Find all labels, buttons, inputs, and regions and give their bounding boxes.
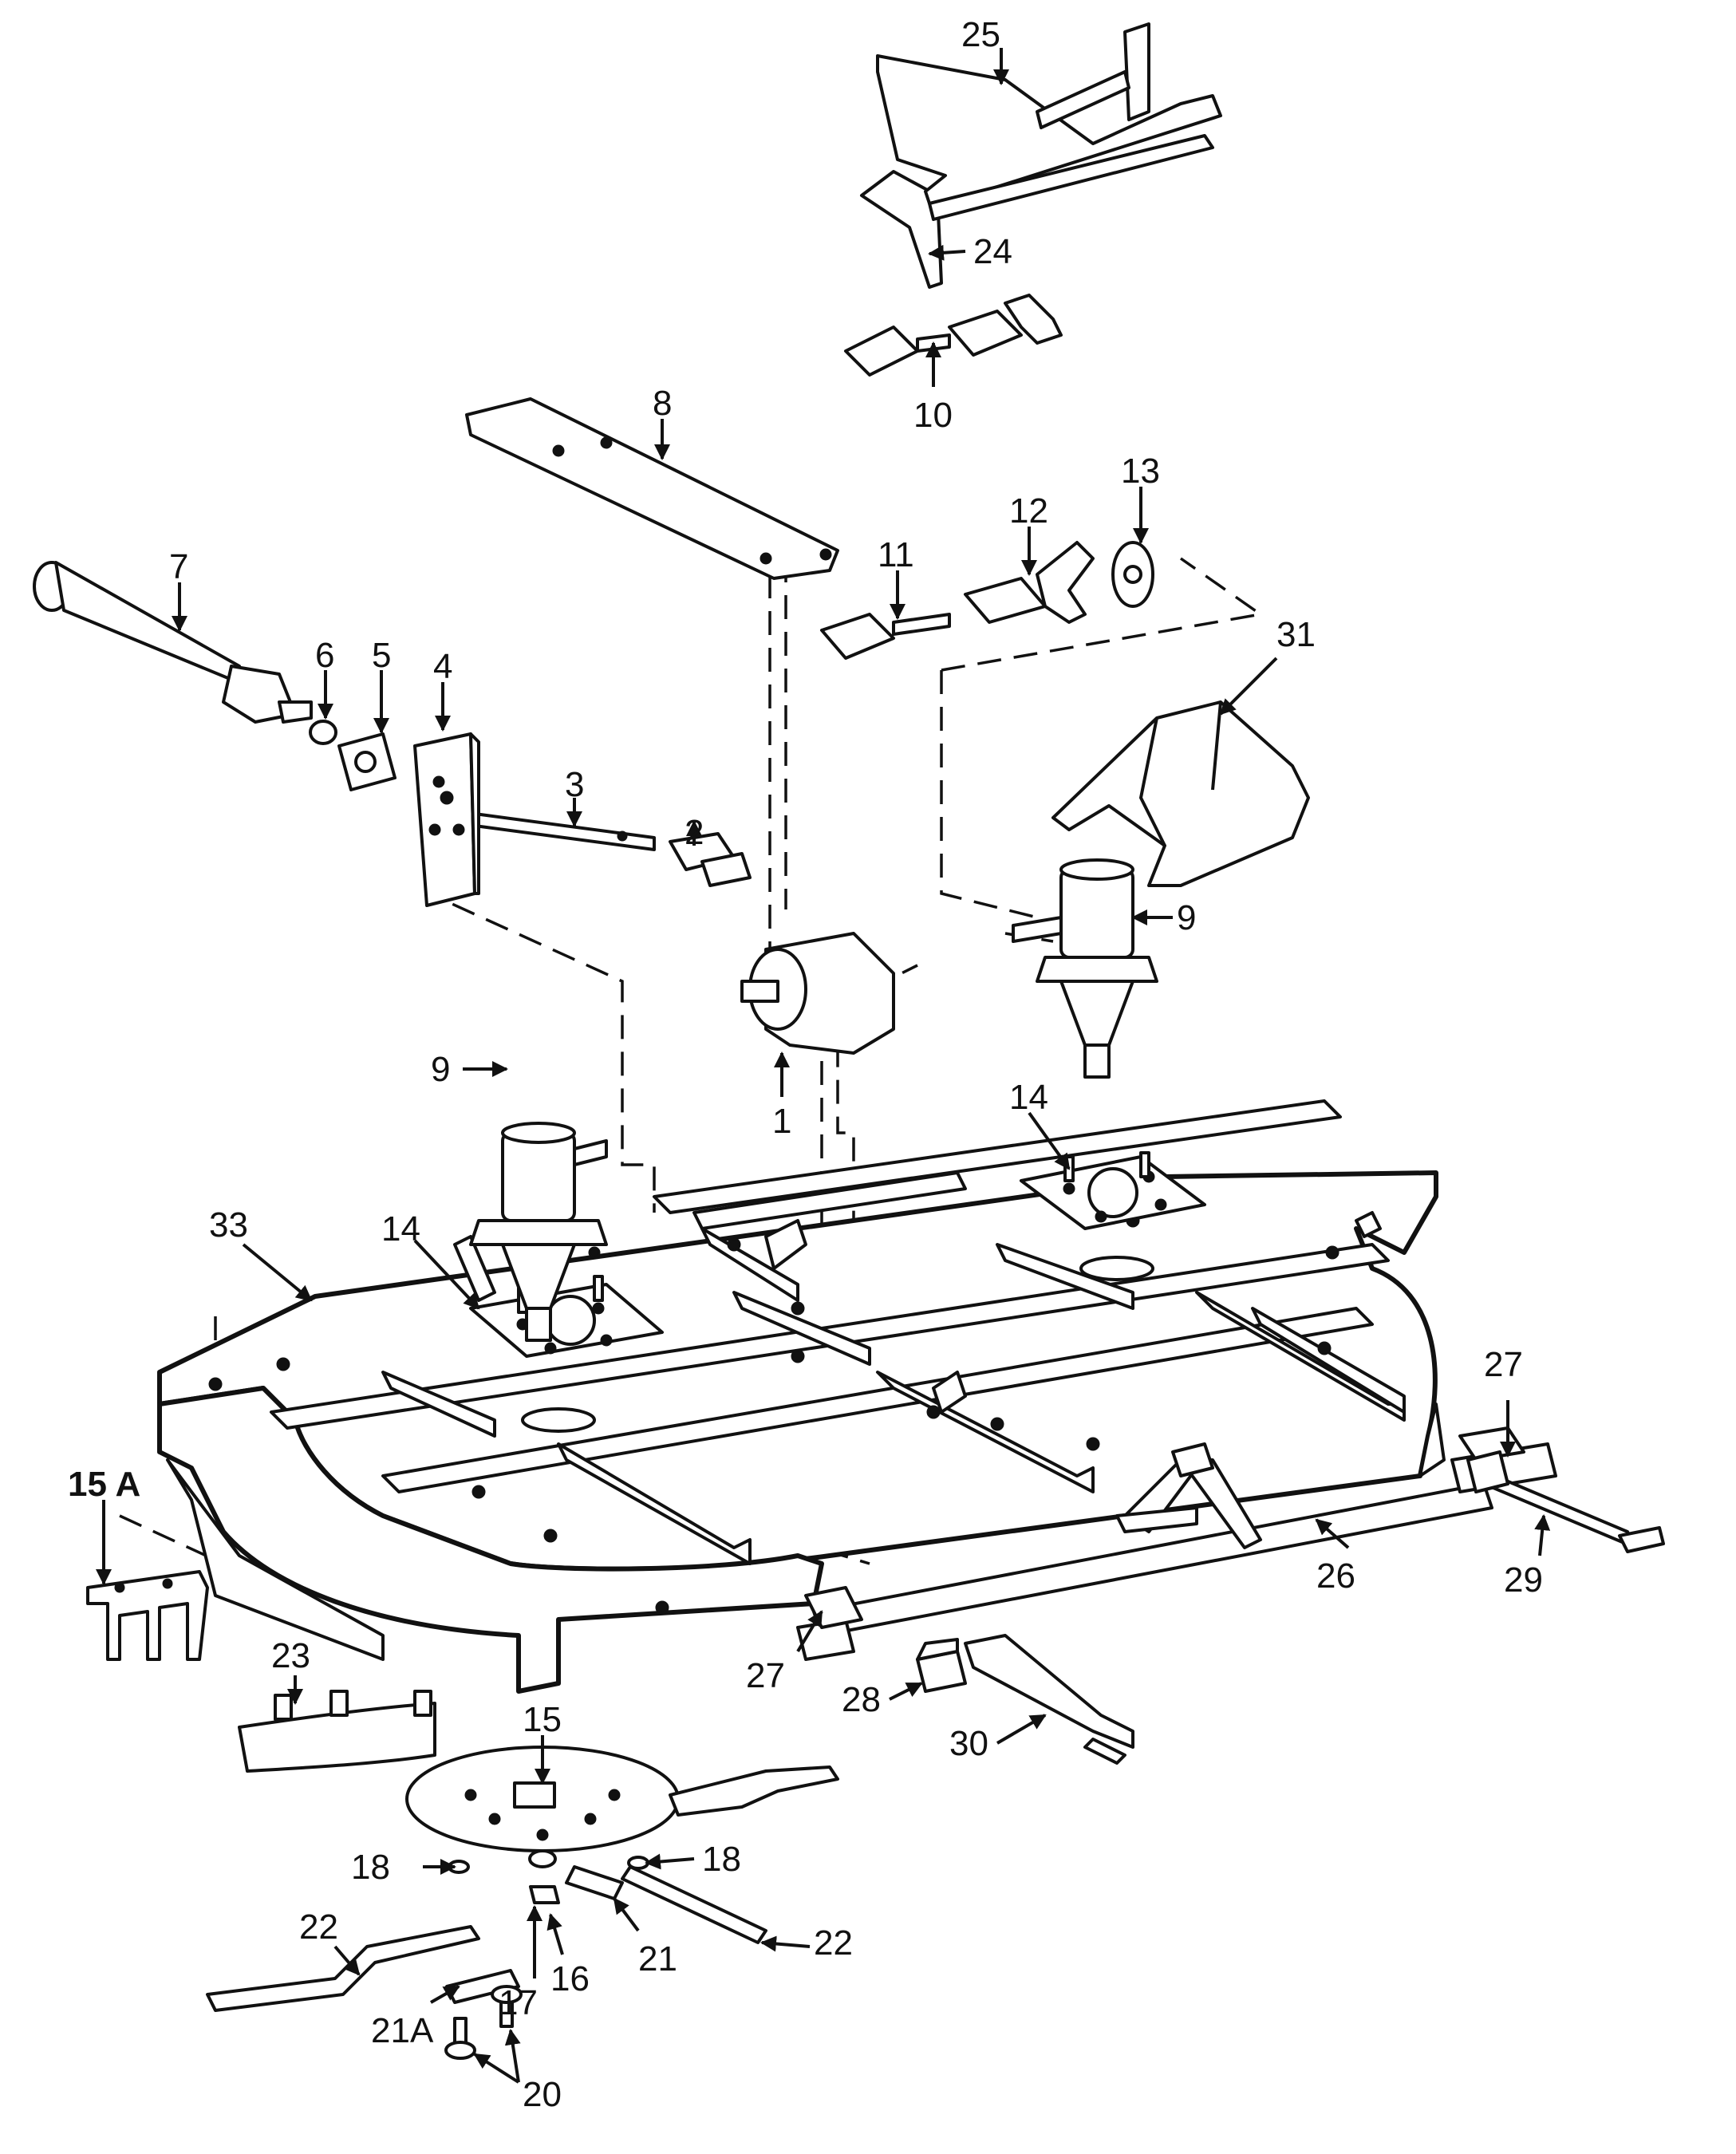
label-5: 5	[372, 636, 391, 675]
pto-shield	[465, 397, 839, 580]
label-18-left: 18	[351, 1848, 390, 1887]
bearing-flange	[337, 732, 397, 791]
label-1: 1	[772, 1102, 791, 1141]
hitch-mounting-bracket	[860, 170, 943, 289]
label-4: 4	[433, 647, 452, 686]
locking-collar	[309, 720, 337, 745]
label-9-right: 9	[1177, 898, 1196, 937]
label-14-left: 14	[381, 1209, 420, 1249]
leader-lines	[96, 48, 1551, 2084]
label-16: 16	[550, 1959, 590, 1998]
pto-shaft-assembly	[844, 294, 1063, 377]
main-gearbox	[740, 932, 895, 1055]
label-30: 30	[949, 1724, 988, 1763]
label-23: 23	[271, 1636, 310, 1675]
mower-deck	[157, 1099, 1446, 1694]
label-14-right: 14	[1009, 1078, 1048, 1117]
label-20: 20	[523, 2075, 562, 2114]
gearbox-mount-plate-right	[1020, 1151, 1206, 1230]
label-9-left: 9	[431, 1050, 450, 1089]
rear-guard-bracket	[86, 1570, 209, 1661]
label-3: 3	[565, 765, 584, 804]
gearbox-shield	[1051, 700, 1310, 887]
spindle-housing-right	[1012, 858, 1158, 1079]
a-frame-top-link	[876, 22, 1222, 221]
label-28: 28	[842, 1680, 881, 1719]
label-15: 15	[523, 1700, 562, 1739]
label-33: 33	[209, 1205, 248, 1245]
label-24: 24	[973, 232, 1012, 271]
drive-shaft	[473, 812, 656, 851]
spindle-housing-left	[469, 1122, 608, 1342]
left-wheel-arm	[964, 1634, 1134, 1765]
pto-drive-shaft	[33, 561, 313, 724]
part-number-labels: 1 2 3 4 5 6 7 8 9 9 10 11 12 13 14 14 15…	[68, 15, 1543, 2114]
label-15a: 15 A	[68, 1465, 140, 1504]
label-8: 8	[653, 384, 672, 423]
a-frame-hitch	[1115, 1442, 1262, 1549]
arm-bracket	[916, 1638, 967, 1693]
label-27-left: 27	[746, 1656, 785, 1695]
label-31: 31	[1276, 615, 1316, 654]
label-25: 25	[961, 15, 1000, 54]
label-22-left: 22	[299, 1907, 338, 1947]
label-10: 10	[913, 396, 953, 435]
label-27-right: 27	[1484, 1345, 1523, 1384]
blade-right	[621, 1765, 839, 1944]
universal-joint-front	[964, 541, 1095, 624]
universal-joint-rear	[820, 613, 951, 660]
right-wheel-arm	[1466, 1450, 1665, 1553]
washers-and-nut	[448, 1849, 649, 1904]
blade-bolts	[444, 1985, 523, 2060]
label-11: 11	[878, 535, 914, 574]
label-12: 12	[1009, 491, 1048, 531]
label-26: 26	[1316, 1556, 1355, 1596]
universal-joint-short	[669, 832, 752, 887]
label-18-right: 18	[702, 1840, 741, 1879]
gearbox-mount-plate-left	[469, 1275, 664, 1358]
label-7: 7	[169, 547, 188, 586]
bearing-bracket	[413, 732, 480, 907]
label-6: 6	[315, 636, 334, 675]
blade-guard	[238, 1690, 436, 1773]
drive-pulley-hub	[1111, 541, 1154, 608]
label-17: 17	[499, 1983, 538, 2022]
label-22-right: 22	[814, 1923, 853, 1963]
label-21: 21	[638, 1939, 677, 1978]
label-13: 13	[1121, 452, 1160, 491]
label-2: 2	[685, 813, 704, 852]
label-21a: 21A	[371, 2011, 434, 2050]
label-29: 29	[1504, 1560, 1543, 1600]
